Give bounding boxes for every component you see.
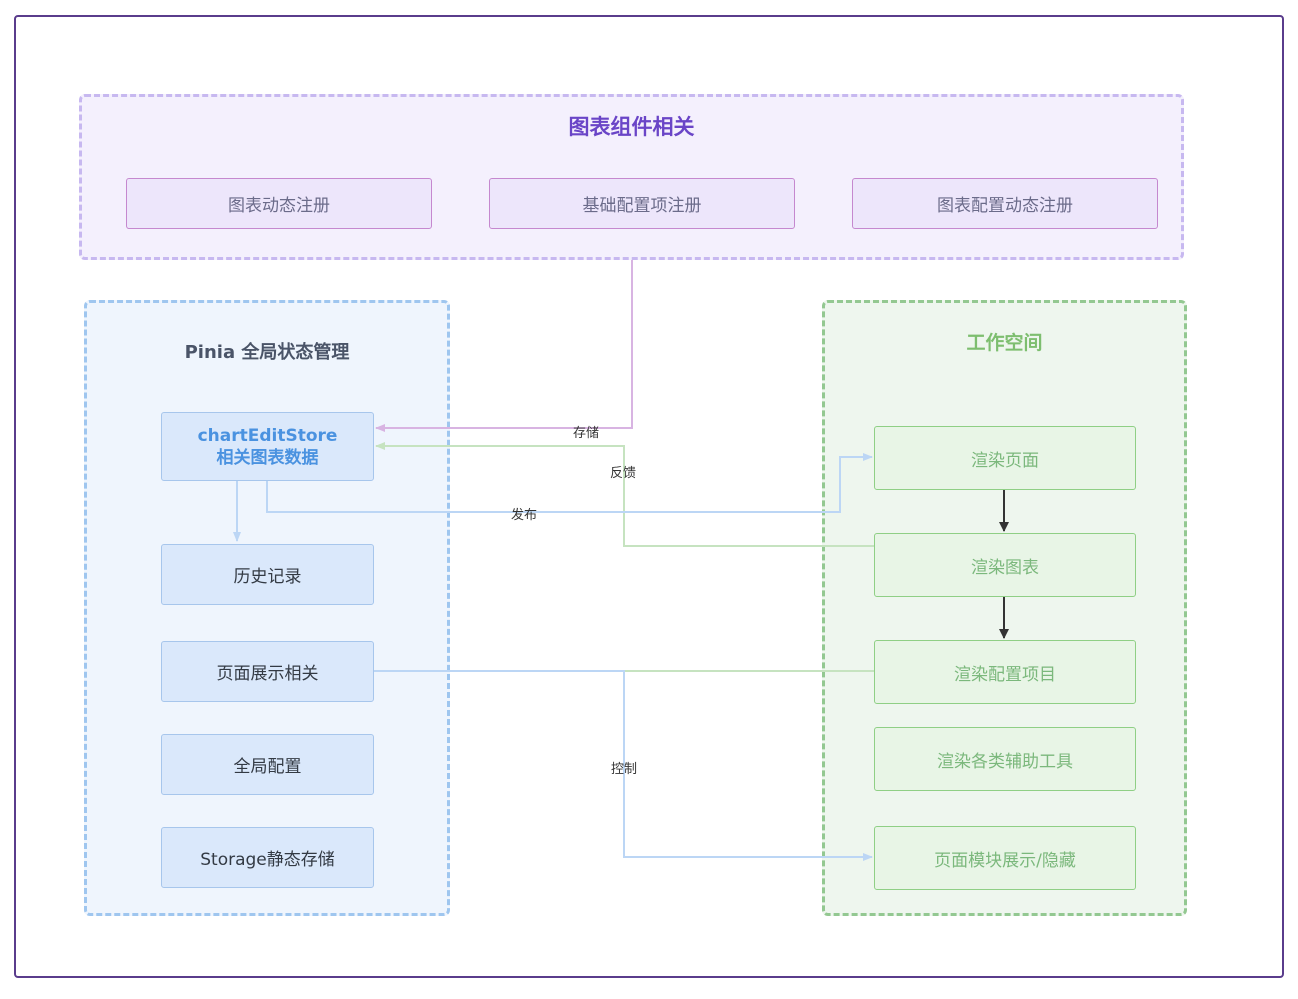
node-module-show-hide[interactable]: 页面模块展示/隐藏 xyxy=(874,826,1136,890)
pinia-state-title: Pinia 全局状态管理 xyxy=(184,342,350,363)
node-render-chart[interactable]: 渲染图表 xyxy=(874,533,1136,597)
workspace-title: 工作空间 xyxy=(966,332,1043,354)
label-feedback: 反馈 xyxy=(610,466,637,481)
node-base-config-register[interactable]: 基础配置项注册 xyxy=(489,178,795,229)
label-store: 存储 xyxy=(573,426,600,441)
node-page-display[interactable]: 页面展示相关 xyxy=(161,641,374,702)
store-desc: 相关图表数据 xyxy=(216,447,319,468)
label-publish: 发布 xyxy=(511,508,538,523)
node-storage[interactable]: Storage静态存储 xyxy=(161,827,374,888)
node-chart-config-dynamic-register[interactable]: 图表配置动态注册 xyxy=(852,178,1158,229)
diagram-frame xyxy=(14,15,1284,978)
node-render-page[interactable]: 渲染页面 xyxy=(874,426,1136,490)
node-render-helper-tools[interactable]: 渲染各类辅助工具 xyxy=(874,727,1136,791)
node-history[interactable]: 历史记录 xyxy=(161,544,374,605)
node-global-config[interactable]: 全局配置 xyxy=(161,734,374,795)
label-control: 控制 xyxy=(611,762,638,777)
node-chart-edit-store[interactable]: chartEditStore 相关图表数据 xyxy=(161,412,374,481)
node-render-config-items[interactable]: 渲染配置项目 xyxy=(874,640,1136,704)
workspace-group: 工作空间 xyxy=(822,300,1187,916)
store-name: chartEditStore xyxy=(197,425,338,446)
chart-components-title: 图表组件相关 xyxy=(568,115,695,139)
node-chart-dynamic-register[interactable]: 图表动态注册 xyxy=(126,178,432,229)
chart-components-group: 图表组件相关 xyxy=(79,94,1184,260)
pinia-state-group: Pinia 全局状态管理 xyxy=(84,300,450,916)
